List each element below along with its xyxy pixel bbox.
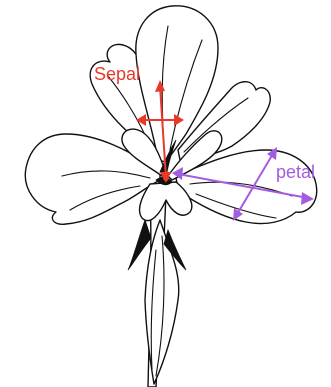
sepal-label: Sepal	[94, 64, 140, 84]
petal-label: petal	[276, 162, 315, 182]
sepal-origin-dot	[163, 175, 169, 181]
leaf-shadow-left	[128, 220, 151, 270]
